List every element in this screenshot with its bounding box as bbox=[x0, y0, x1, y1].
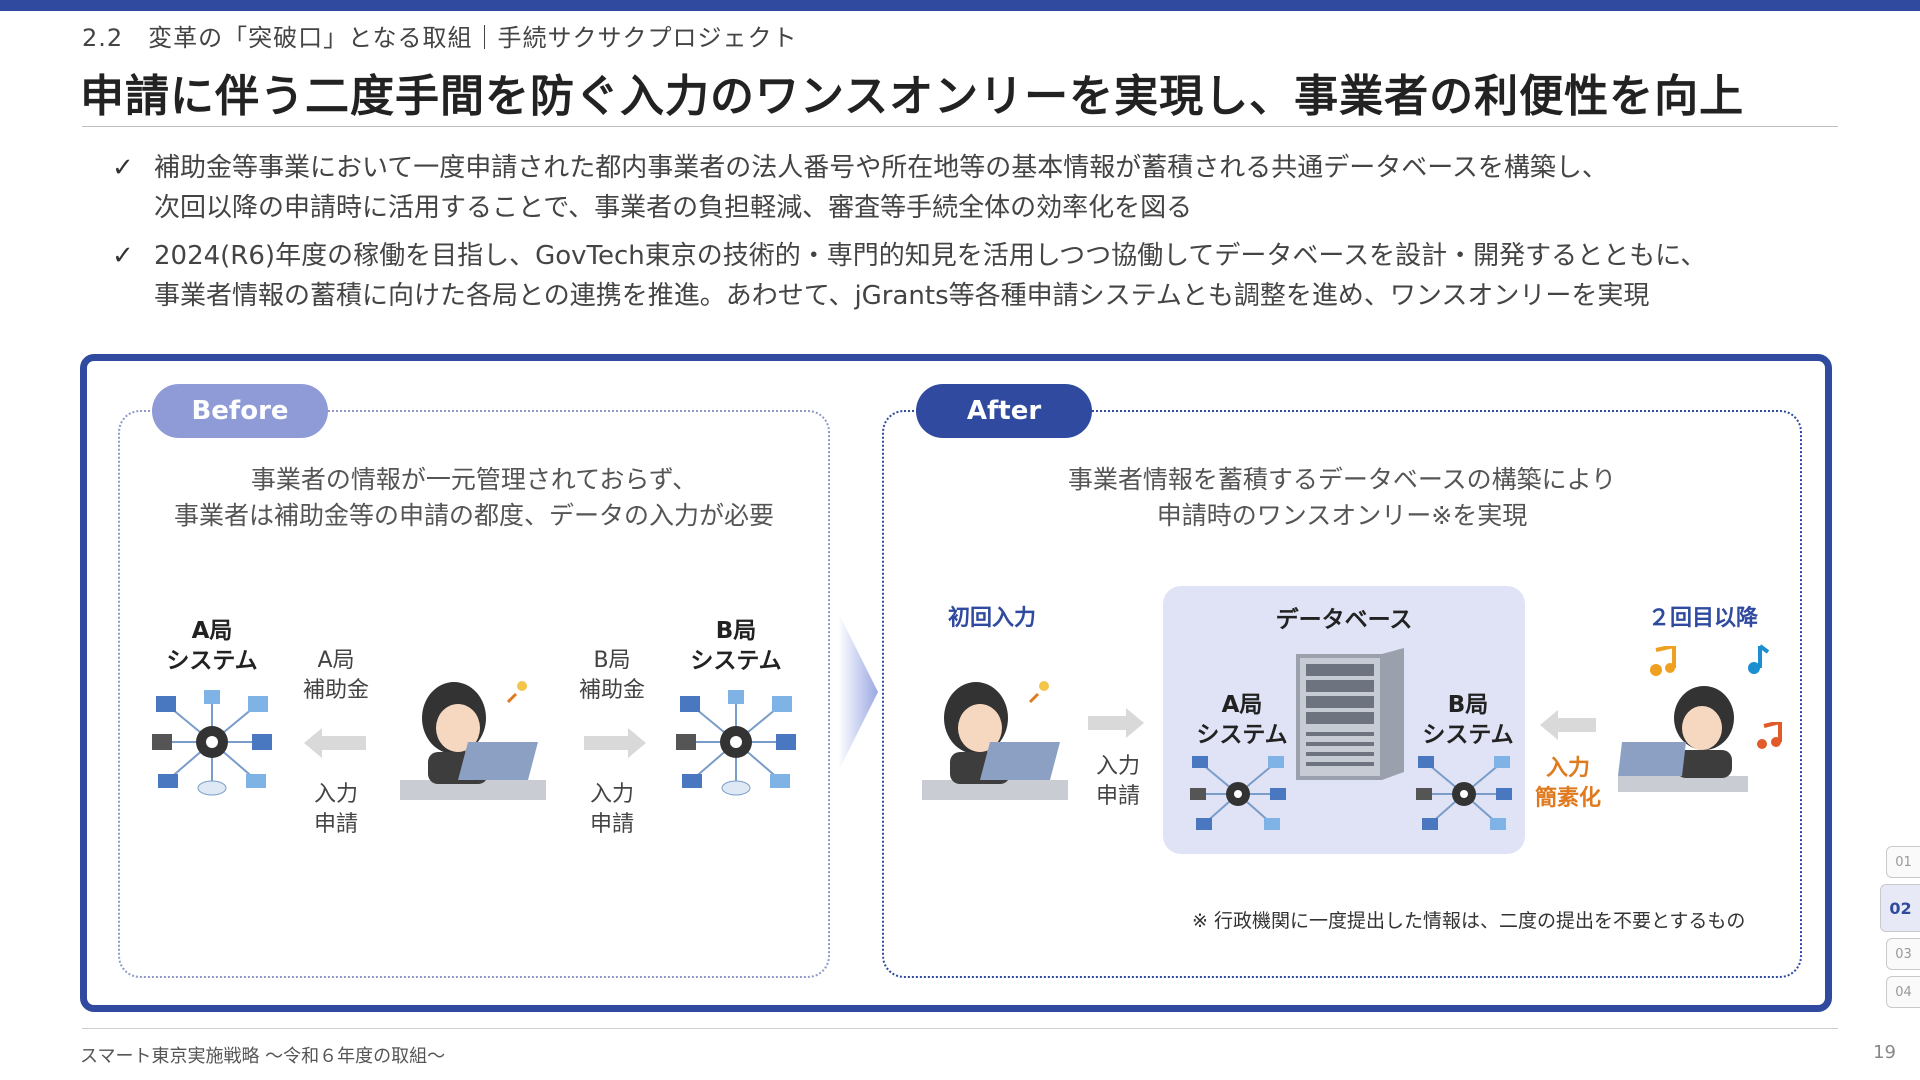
after-panel bbox=[882, 410, 1802, 978]
subsidy-b-label: B局 補助金 bbox=[552, 646, 672, 706]
before-desc-line: 事業者は補助金等の申請の都度、データの入力が必要 bbox=[173, 501, 774, 530]
side-tab-03[interactable]: 03 bbox=[1886, 938, 1920, 970]
after-system-a-label: A局 システム bbox=[1172, 690, 1312, 750]
page-title: 申請に伴う二度手間を防ぐ入力のワンスオンリーを実現し、事業者の利便性を向上 bbox=[80, 71, 1745, 122]
label-line: システム bbox=[166, 648, 258, 674]
label-line: システム bbox=[690, 648, 782, 674]
check-icon: ✓ bbox=[112, 241, 134, 271]
side-tab-02[interactable]: 02 bbox=[1880, 884, 1920, 932]
label-line: 補助金 bbox=[302, 678, 369, 703]
system-network-icon bbox=[152, 690, 272, 796]
label-line: B局 bbox=[1447, 692, 1489, 718]
label-line: B局 bbox=[593, 648, 631, 673]
first-input-label: 初回入力 bbox=[948, 606, 1037, 631]
title-divider bbox=[82, 126, 1838, 127]
side-tab-04[interactable]: 04 bbox=[1886, 976, 1920, 1008]
label-line: A局 bbox=[1221, 692, 1263, 718]
section-subtitle: 2.2 変革の「突破口」となる取組｜手続サクサクプロジェクト bbox=[82, 24, 798, 52]
before-panel bbox=[118, 410, 830, 978]
arrow-left-icon bbox=[1540, 710, 1596, 740]
label-line: 申請 bbox=[313, 812, 358, 837]
arrow-left-icon bbox=[304, 728, 366, 758]
bullet-line: 補助金等事業において一度申請された都内事業者の法人番号や所在地等の基本情報が蓄積… bbox=[154, 153, 1608, 183]
top-accent-bar bbox=[0, 0, 1920, 11]
person-laptop-happy-icon bbox=[1618, 686, 1748, 792]
label-line: 申請 bbox=[1095, 784, 1140, 809]
page-number: 19 bbox=[1873, 1042, 1896, 1063]
after-input-apply-label: 入力 申請 bbox=[1058, 752, 1178, 812]
after-desc-line: 申請時のワンスオンリー※を実現 bbox=[1156, 501, 1528, 530]
bullet-item: ✓ 補助金等事業において一度申請された都内事業者の法人番号や所在地等の基本情報が… bbox=[110, 148, 1870, 228]
label-line: 簡素化 bbox=[1534, 786, 1601, 811]
comparison-frame bbox=[80, 354, 1832, 1012]
music-note-icon bbox=[1748, 644, 1770, 674]
label-line: 入力 bbox=[1095, 754, 1140, 779]
footer-divider bbox=[82, 1028, 1838, 1029]
label-line: 入力 bbox=[313, 782, 358, 807]
check-icon: ✓ bbox=[112, 153, 134, 183]
input-apply-a-label: 入力 申請 bbox=[276, 780, 396, 840]
arrow-right-icon bbox=[1088, 708, 1144, 738]
system-network-icon bbox=[1416, 756, 1512, 830]
input-apply-b-label: 入力 申請 bbox=[552, 780, 672, 840]
bullet-item: ✓ 2024(R6)年度の稼働を目指し、GovTech東京の技術的・専門的知見を… bbox=[110, 236, 1870, 316]
before-system-a-label: A局 システム bbox=[142, 616, 282, 676]
before-system-b-label: B局 システム bbox=[666, 616, 806, 676]
system-network-icon bbox=[1190, 756, 1286, 830]
after-system-b-label: B局 システム bbox=[1398, 690, 1538, 750]
label-line: B局 bbox=[715, 618, 757, 644]
before-desc-line: 事業者の情報が一元管理されておらず、 bbox=[250, 465, 698, 494]
bullet-line: 次回以降の申請時に活用することで、事業者の負担軽減、審査等手続全体の効率化を図る bbox=[154, 193, 1193, 223]
label-line: A局 bbox=[191, 618, 233, 644]
person-laptop-icon bbox=[400, 681, 546, 800]
bullet-line: 2024(R6)年度の稼働を目指し、GovTech東京の技術的・専門的知見を活用… bbox=[154, 241, 1707, 271]
database-title: データベース bbox=[1275, 607, 1413, 633]
before-after-chevron-icon bbox=[838, 612, 878, 772]
label-line: 入力 bbox=[1545, 756, 1590, 781]
label-line: 補助金 bbox=[578, 678, 645, 703]
music-note-icon bbox=[1650, 646, 1676, 676]
footnote: ※ 行政機関に一度提出した情報は、二度の提出を不要とするもの bbox=[1192, 910, 1746, 932]
arrow-right-icon bbox=[584, 728, 646, 758]
before-pill: Before bbox=[152, 384, 328, 438]
subsidy-a-label: A局 補助金 bbox=[276, 646, 396, 706]
second-time-label: ２回目以降 bbox=[1648, 606, 1759, 631]
after-pill: After bbox=[916, 384, 1092, 438]
input-simplify-label: 入力 簡素化 bbox=[1508, 754, 1628, 814]
server-icon bbox=[1296, 648, 1404, 780]
music-note-icon bbox=[1757, 722, 1782, 749]
bullet-list: ✓ 補助金等事業において一度申請された都内事業者の法人番号や所在地等の基本情報が… bbox=[110, 148, 1870, 324]
label-line: 入力 bbox=[589, 782, 634, 807]
before-description: 事業者の情報が一元管理されておらず、 事業者は補助金等の申請の都度、データの入力… bbox=[118, 462, 830, 534]
label-line: 申請 bbox=[589, 812, 634, 837]
label-line: システム bbox=[1422, 722, 1514, 748]
system-network-icon bbox=[676, 690, 796, 796]
after-desc-line: 事業者情報を蓄積するデータベースの構築により bbox=[1067, 465, 1617, 494]
side-tab-01[interactable]: 01 bbox=[1886, 846, 1920, 878]
bullet-line: 事業者情報の蓄積に向けた各局との連携を推進。あわせて、jGrants等各種申請シ… bbox=[154, 281, 1650, 311]
footer-text: スマート東京実施戦略 ～令和６年度の取組～ bbox=[80, 1046, 446, 1067]
label-line: A局 bbox=[317, 648, 355, 673]
label-line: システム bbox=[1196, 722, 1288, 748]
person-laptop-icon bbox=[922, 681, 1068, 800]
after-description: 事業者情報を蓄積するデータベースの構築により 申請時のワンスオンリー※を実現 bbox=[882, 462, 1802, 534]
